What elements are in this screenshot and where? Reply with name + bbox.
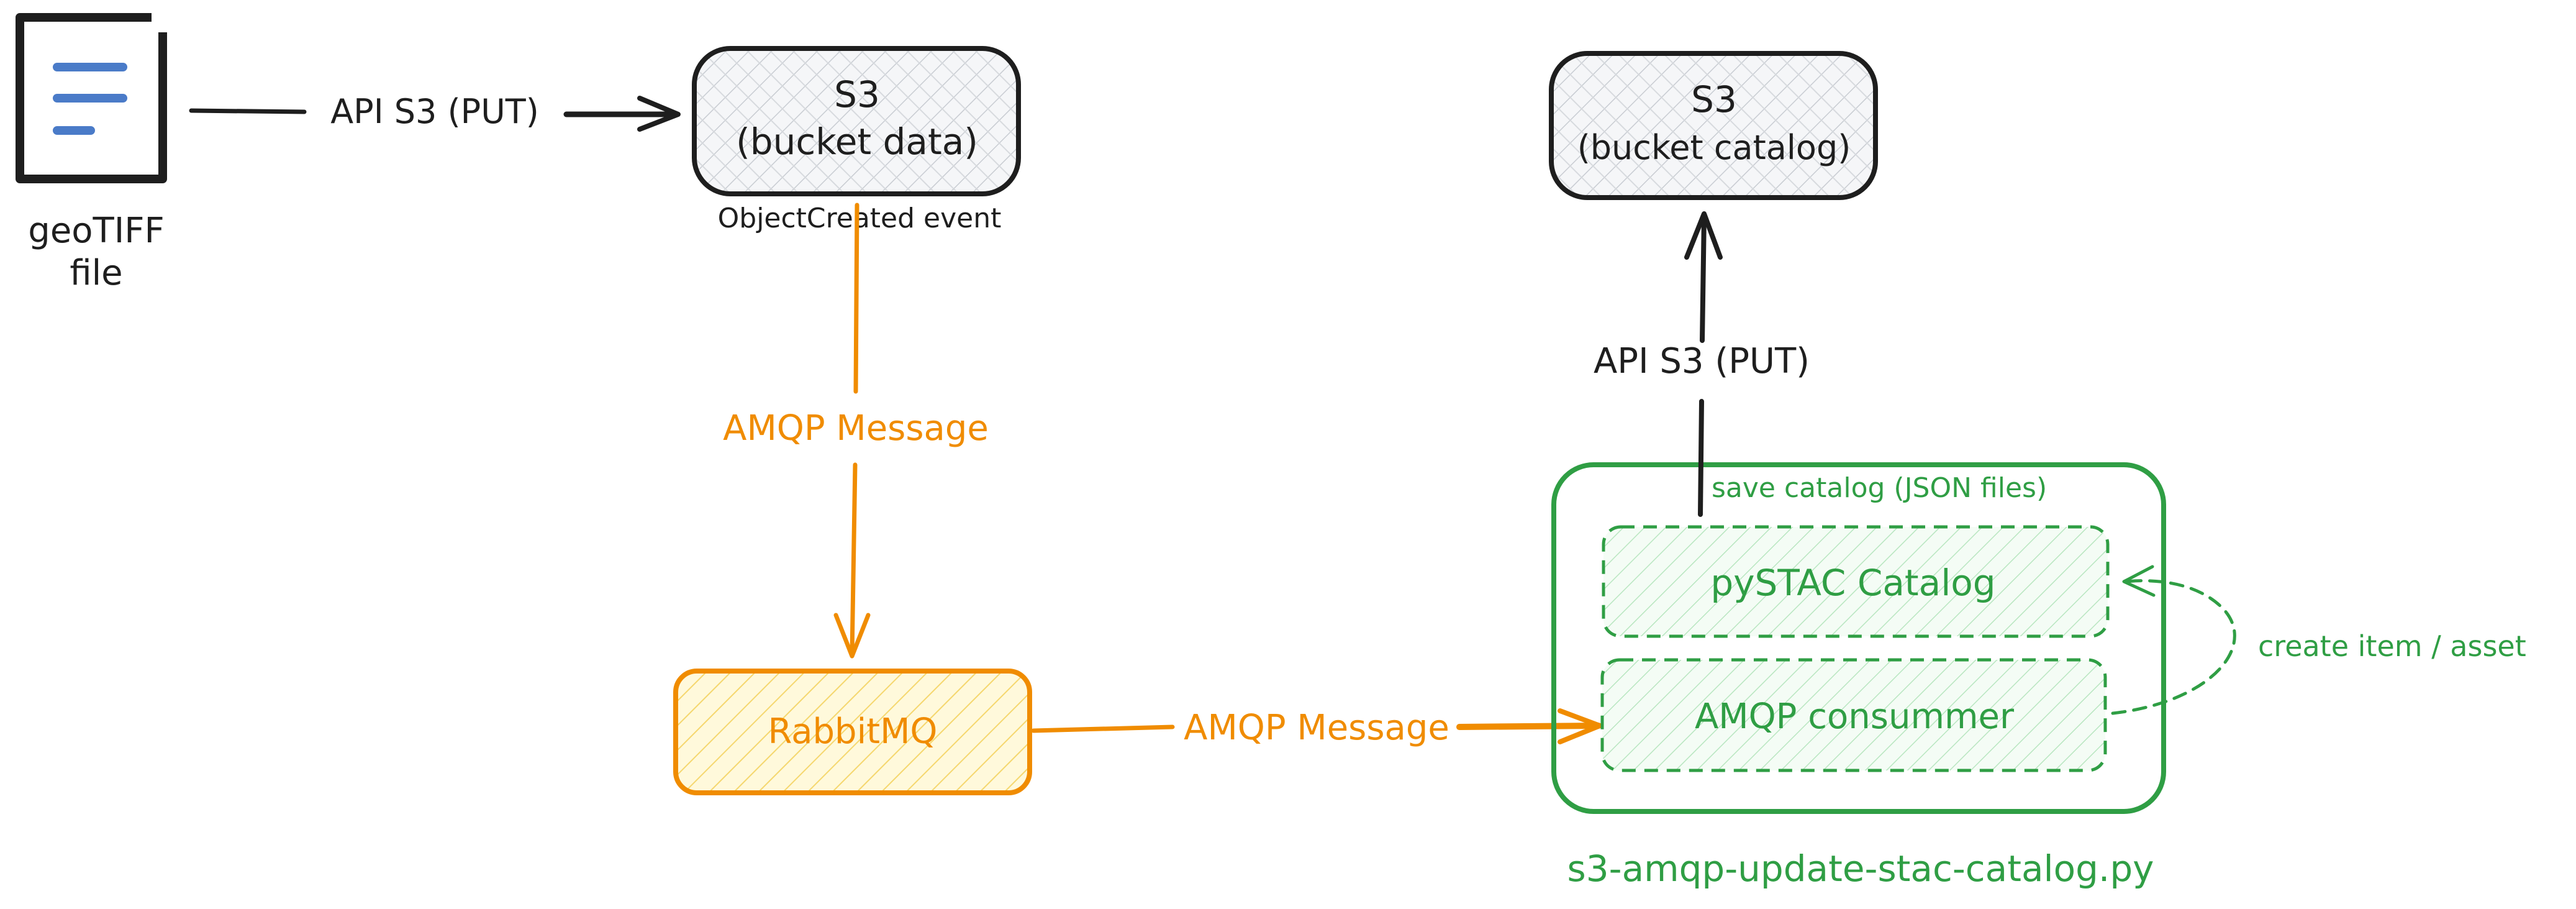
s3-bucket-data-title: S3 bbox=[834, 73, 880, 116]
arrowhead bbox=[2122, 565, 2156, 597]
arrowhead bbox=[833, 613, 871, 659]
arrowhead bbox=[1558, 708, 1602, 744]
script-container-inner-caption: save catalog (JSON files) bbox=[1712, 472, 2047, 504]
s3-bucket-catalog-title: S3 bbox=[1691, 78, 1737, 121]
amqp-consumer-node[interactable]: AMQP consummer bbox=[1600, 658, 2107, 772]
edge-line bbox=[189, 108, 307, 114]
edge-pystac-to-s3-bucket-catalog: API S3 (PUT) bbox=[1594, 211, 1810, 517]
s3-bucket-data-node[interactable]: S3 (bucket data) ObjectCreated event bbox=[692, 46, 1021, 234]
s3-bucket-catalog-box bbox=[1549, 51, 1878, 200]
s3-bucket-catalog-node[interactable]: S3 (bucket catalog) bbox=[1549, 51, 1878, 200]
arrowhead bbox=[637, 96, 681, 132]
document-lines-icon bbox=[53, 63, 127, 135]
edge-line bbox=[853, 203, 859, 394]
s3-bucket-data-box bbox=[692, 46, 1021, 196]
pystac-catalog-node[interactable]: pySTAC Catalog bbox=[1602, 525, 2110, 638]
edge-rabbitmq-to-consumer: AMQP Message bbox=[1031, 708, 1602, 748]
edge-consumer-to-pystac: create item / asset bbox=[2111, 565, 2526, 715]
edge-line bbox=[1031, 724, 1175, 733]
geotiff-file-node[interactable]: geoTIFF file bbox=[16, 11, 170, 293]
script-container[interactable]: save catalog (JSON files) s3-amqp-update… bbox=[1551, 462, 2166, 890]
edge-label-amqp-message: AMQP Message bbox=[723, 408, 989, 449]
arrowhead bbox=[1684, 211, 1723, 260]
edge-label-api-s3-put: API S3 (PUT) bbox=[330, 92, 539, 131]
amqp-consumer-label: AMQP consummer bbox=[1695, 697, 2015, 737]
edge-label-create-item-asset: create item / asset bbox=[2258, 629, 2526, 663]
edge-line bbox=[1698, 399, 1704, 517]
edge-line bbox=[1456, 723, 1602, 730]
edge-label-amqp-message: AMQP Message bbox=[1184, 708, 1449, 748]
edge-s3-to-rabbitmq: AMQP Message bbox=[723, 203, 989, 659]
edge-line bbox=[850, 462, 858, 656]
script-filename-label: s3-amqp-update-stac-catalog.py bbox=[1567, 847, 2154, 890]
s3-bucket-data-caption: ObjectCreated event bbox=[718, 203, 1002, 234]
amqp-consumer-box bbox=[1600, 658, 2107, 772]
s3-bucket-data-subtitle: (bucket data) bbox=[736, 121, 978, 163]
edge-file-to-s3-bucket-data: API S3 (PUT) bbox=[189, 92, 681, 132]
pystac-catalog-label: pySTAC Catalog bbox=[1710, 562, 1995, 604]
rabbitmq-node[interactable]: RabbitMQ bbox=[673, 669, 1032, 795]
geotiff-file-label-line2: file bbox=[70, 253, 122, 293]
edge-curve bbox=[2111, 579, 2236, 715]
rabbitmq-label: RabbitMQ bbox=[768, 711, 938, 752]
edge-line bbox=[1700, 214, 1707, 343]
script-container-box bbox=[1551, 462, 2166, 814]
s3-bucket-catalog-subtitle: (bucket catalog) bbox=[1577, 128, 1851, 167]
edge-label-api-s3-put: API S3 (PUT) bbox=[1594, 341, 1810, 381]
geotiff-file-label-line1: geoTIFF bbox=[28, 211, 164, 251]
rabbitmq-box bbox=[673, 669, 1032, 795]
pystac-catalog-box bbox=[1602, 525, 2110, 638]
